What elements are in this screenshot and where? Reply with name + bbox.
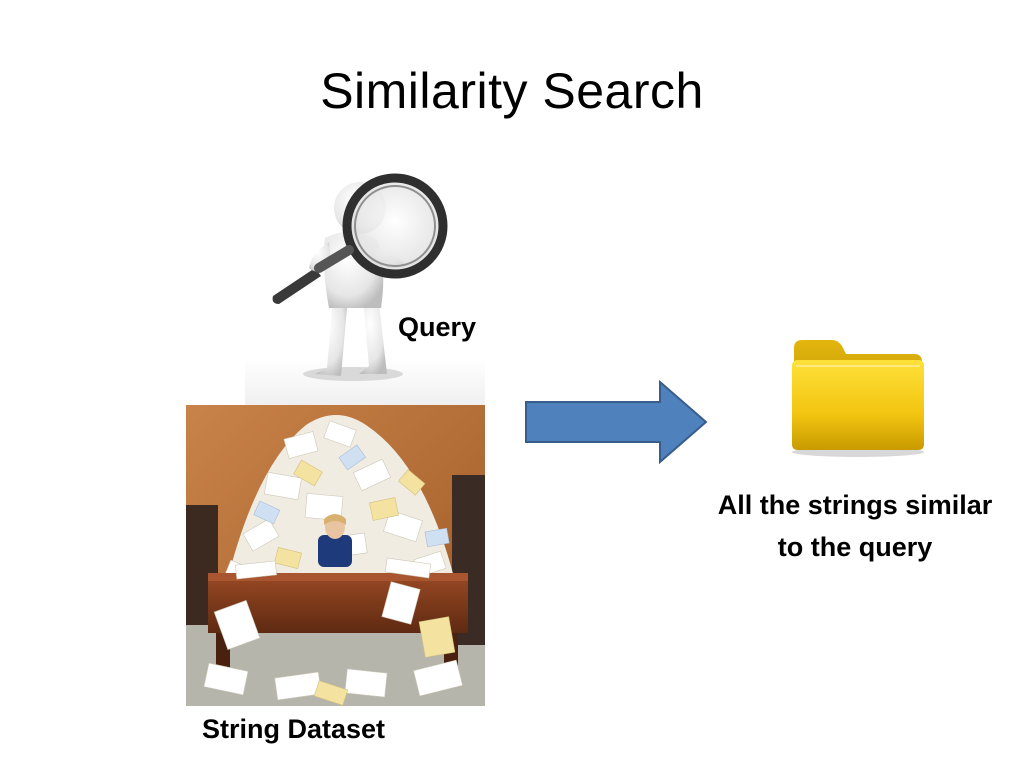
person-with-magnifier-icon (245, 173, 485, 408)
result-label-line1: All the strings similar (717, 490, 993, 520)
dataset-label: String Dataset (202, 714, 386, 744)
right-arrow-icon (525, 380, 708, 464)
query-label: Query (398, 312, 477, 342)
result-label: All the strings similar to the query (700, 484, 1010, 568)
folder-icon (792, 340, 924, 457)
result-label-line2: to the query (777, 532, 933, 562)
slide-title: Similarity Search (320, 63, 704, 119)
paper-pile-photo (186, 405, 485, 706)
